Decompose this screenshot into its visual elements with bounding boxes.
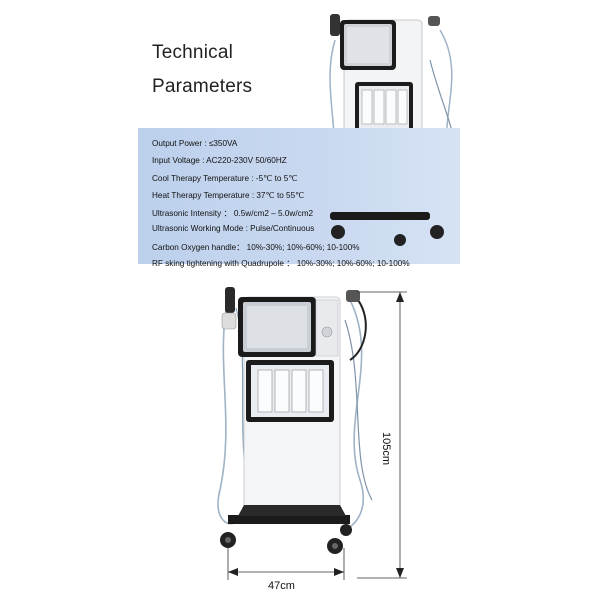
spec-line: Output Power : ≤350VA (152, 139, 238, 148)
spec-line: Heat Therapy Temperature : 37℃ to 55℃ (152, 191, 305, 200)
spec-line: RF sking tightening with Quadrupole ： 10… (152, 259, 410, 268)
spec-line: Ultrasonic Working Mode : Pulse/Continuo… (152, 224, 315, 233)
width-label: 47cm (268, 580, 295, 592)
heading-parameters: Parameters (152, 76, 253, 97)
spec-band (138, 128, 460, 264)
spec-line: Ultrasonic Intensity ： 0.5w/cm2 – 5.0w/c… (152, 209, 314, 218)
spec-line: Cool Therapy Temperature : -5℃ to 5℃ (152, 174, 298, 183)
spec-line: Carbon Oxygen handle： 10%-30%; 10%-60%; … (152, 243, 360, 252)
heading-technical: Technical (152, 42, 234, 63)
spec-line: Input Voltage : AC220-230V 50/60HZ (152, 156, 287, 165)
height-label: 105cm (380, 432, 392, 466)
